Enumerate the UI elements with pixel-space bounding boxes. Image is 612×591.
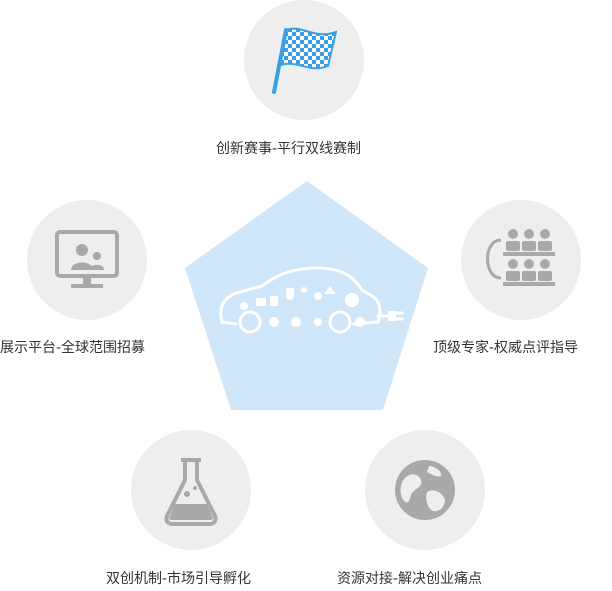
pentagon-shape xyxy=(185,181,428,410)
item-label-bottom-right: 资源对接-解决创业痛点 xyxy=(337,571,483,587)
flask-icon xyxy=(164,458,218,526)
checkered-flag-icon xyxy=(272,27,338,94)
item-label-top: 创新赛事-平行双线赛制 xyxy=(216,141,362,157)
item-circle-top xyxy=(244,0,364,120)
presentation-screen-icon xyxy=(55,230,119,288)
eco-car-icon xyxy=(219,266,404,334)
item-label-bottom-left: 双创机制-市场引导孵化 xyxy=(106,571,252,587)
globe-icon xyxy=(395,460,455,520)
car-inner-icons xyxy=(240,286,365,327)
item-circle-bottom-right xyxy=(365,430,485,550)
item-label-left: 展示平台-全球范围招募 xyxy=(0,340,146,356)
expert-panel-icon xyxy=(486,229,555,286)
item-label-right: 顶级专家-权威点评指导 xyxy=(433,340,579,356)
item-circle-right xyxy=(461,200,581,320)
item-circle-bottom-left xyxy=(131,430,251,550)
item-circle-left xyxy=(27,200,147,320)
